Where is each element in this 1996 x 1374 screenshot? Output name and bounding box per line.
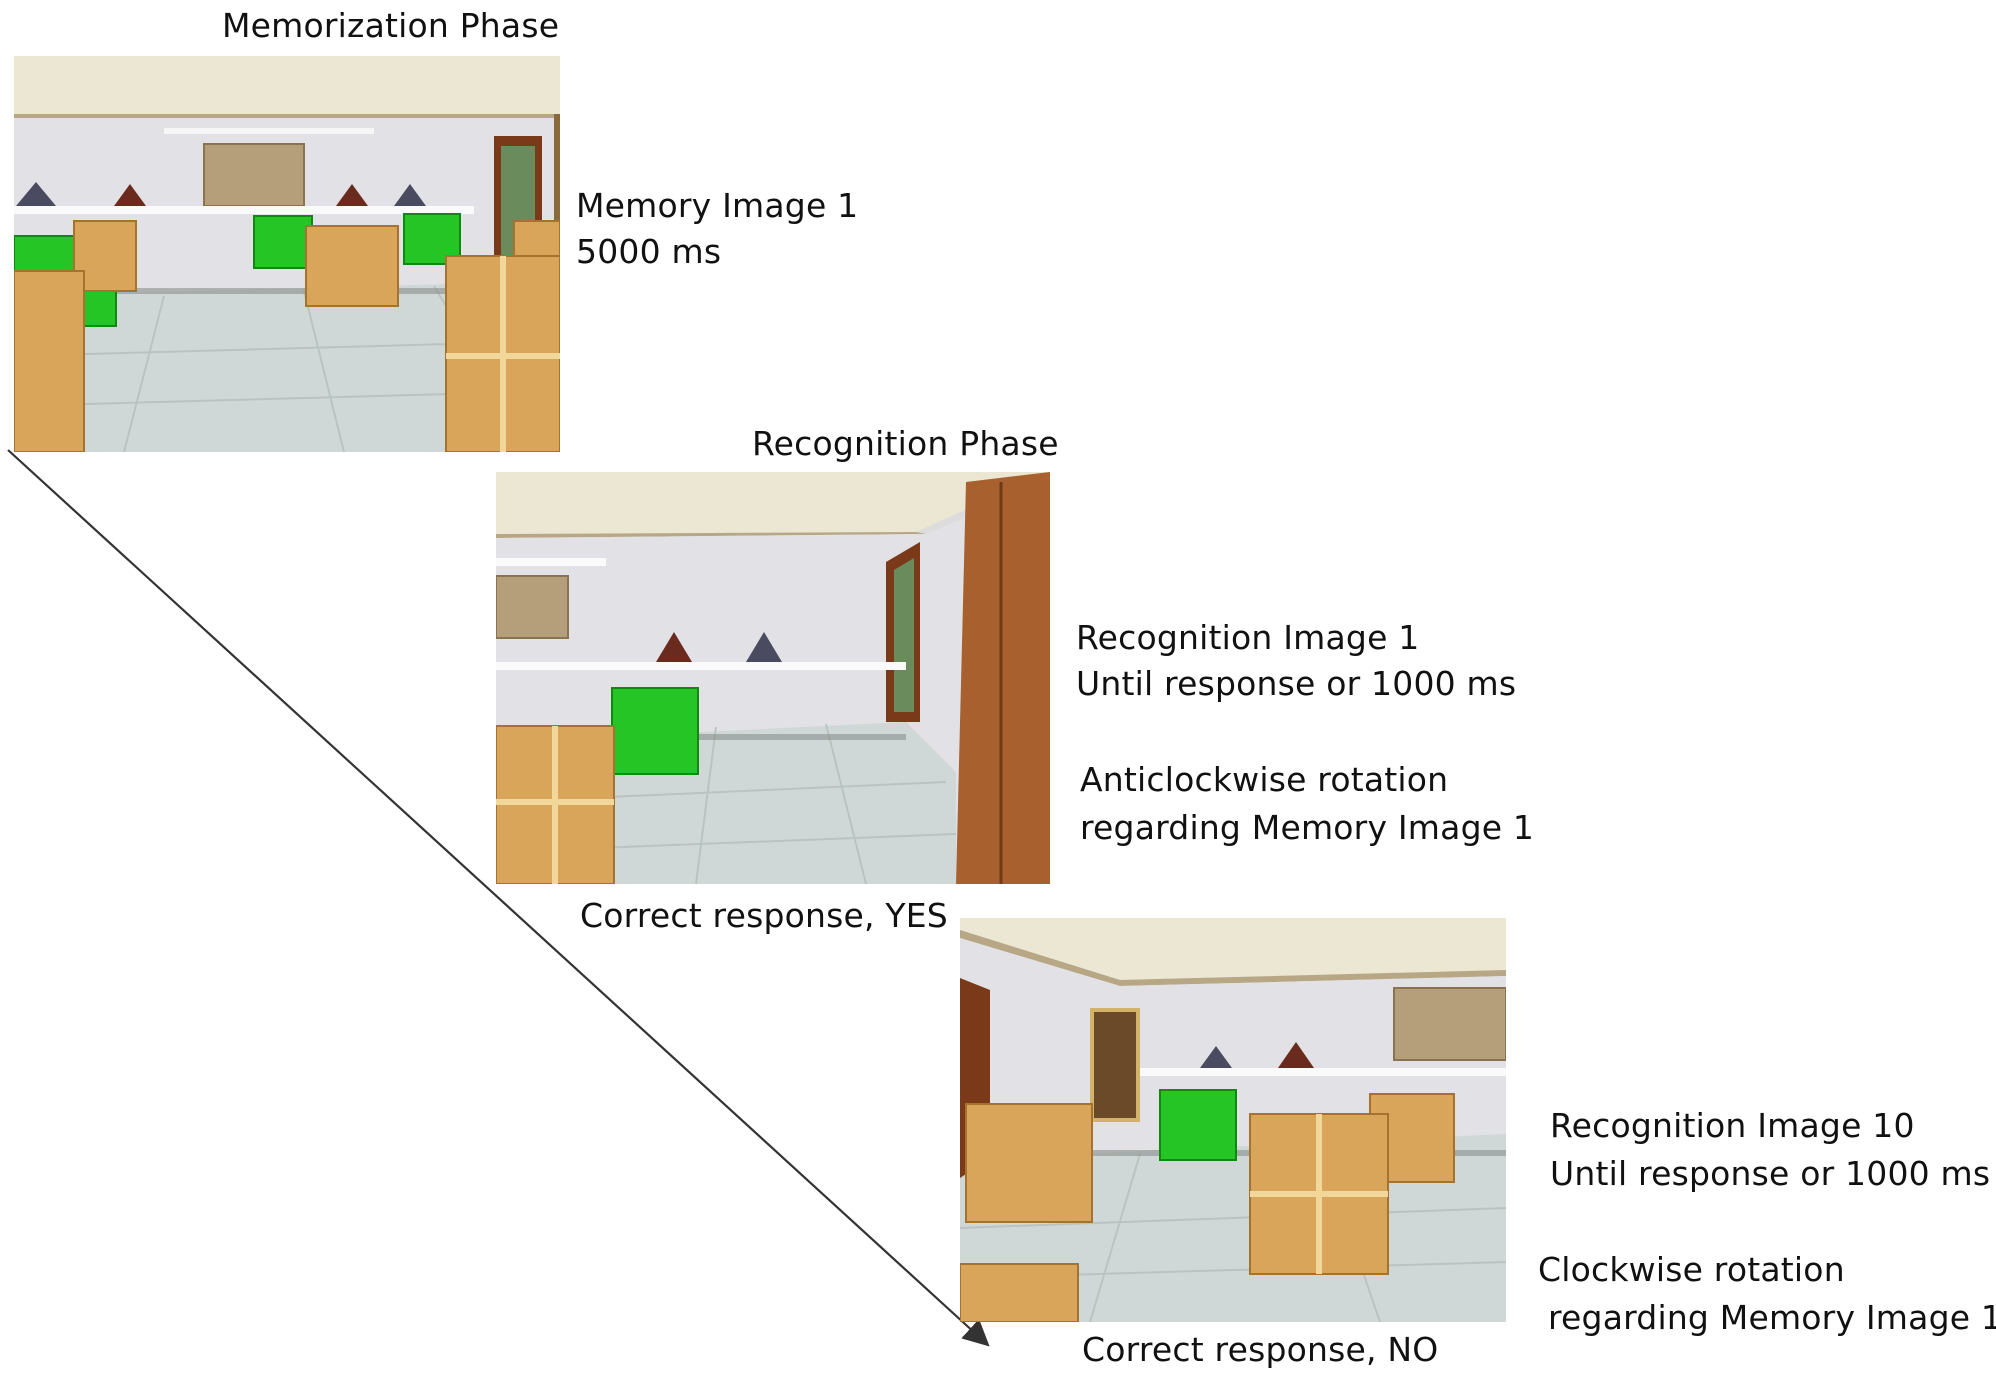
recognition-image-1-label: Recognition Image 1 [1076, 618, 1420, 657]
recognition-image-10-duration: Until response or 1000 ms [1550, 1154, 1991, 1193]
recognition-image-10 [960, 918, 1506, 1322]
recognition-image-1-response: Correct response, YES [580, 896, 948, 935]
recognition-image-10-rotation-ref: regarding Memory Image 1 [1548, 1298, 1996, 1337]
room-scene-recognition-1 [496, 472, 1050, 884]
recognition-image-10-rotation: Clockwise rotation [1538, 1250, 1845, 1289]
room-scene-recognition-10 [960, 918, 1506, 1322]
recognition-image-10-response: Correct response, NO [1082, 1330, 1439, 1369]
memorization-phase-title: Memorization Phase [222, 6, 560, 45]
recognition-phase-title: Recognition Phase [752, 424, 1059, 463]
recognition-image-1-duration: Until response or 1000 ms [1076, 664, 1517, 703]
room-scene-memory [14, 56, 560, 452]
memory-image-1 [14, 56, 560, 452]
memory-image-duration: 5000 ms [576, 232, 722, 271]
recognition-image-10-label: Recognition Image 10 [1550, 1106, 1915, 1145]
memory-image-label: Memory Image 1 [576, 186, 859, 225]
recognition-image-1-rotation: Anticlockwise rotation [1080, 760, 1449, 799]
recognition-image-1-rotation-ref: regarding Memory Image 1 [1080, 808, 1535, 847]
recognition-image-1 [496, 472, 1050, 884]
